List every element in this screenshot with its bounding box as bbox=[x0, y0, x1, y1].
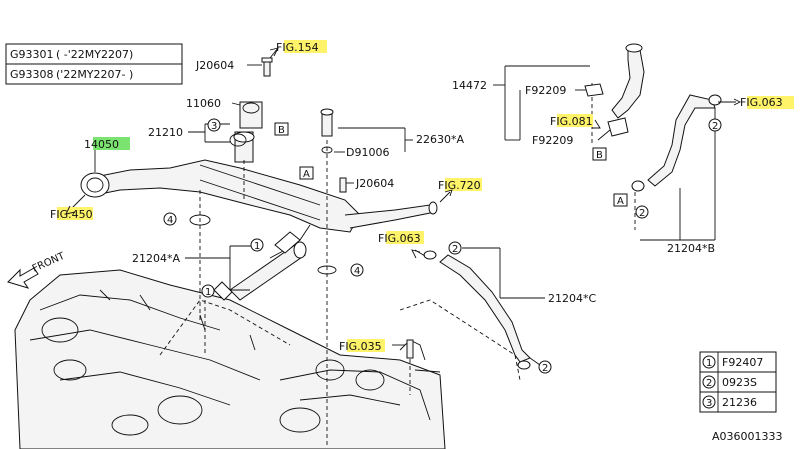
label-21204b: 21204*B bbox=[667, 242, 715, 255]
highlight-fig063-right bbox=[747, 96, 794, 109]
circle-2-right-upper: 2 bbox=[708, 118, 722, 132]
circle-4-left: 4 bbox=[163, 212, 177, 226]
label-fig720: FIG.720 bbox=[438, 179, 481, 192]
label-front: FRONT bbox=[31, 250, 67, 274]
applicability-range-2: ('22MY2207- ) bbox=[56, 68, 133, 81]
applicability-box: G93301 ( -'22MY2207) G93308 ('22MY2207- … bbox=[5, 43, 183, 85]
hose-14472 bbox=[584, 43, 645, 137]
circle-2-mid: 2 bbox=[448, 241, 462, 255]
svg-text:2: 2 bbox=[452, 244, 458, 255]
callout-a-mid-text: A bbox=[303, 169, 310, 180]
legend-table: 1 F92407 2 0923S 3 21236 bbox=[699, 351, 777, 413]
circle-3-top: 3 bbox=[207, 118, 221, 132]
applicability-code-2: G93308 bbox=[10, 68, 54, 81]
legend-key-2: 2 bbox=[706, 378, 712, 389]
highlight-fig154 bbox=[284, 40, 327, 53]
svg-text:2: 2 bbox=[639, 208, 645, 219]
label-11060: 11060 bbox=[186, 97, 221, 110]
label-22630a: 22630*A bbox=[416, 133, 464, 146]
circle-4-right: 4 bbox=[350, 263, 364, 277]
legend-key-3: 3 bbox=[706, 398, 712, 409]
label-d91006: D91006 bbox=[346, 146, 389, 159]
callout-b-right: B bbox=[592, 147, 607, 161]
hose-21204c bbox=[406, 250, 531, 370]
callout-a-right-text: A bbox=[617, 196, 624, 207]
applicability-range-1: ( -'22MY2207) bbox=[56, 48, 133, 61]
label-fig081: FIG.081 bbox=[550, 115, 593, 128]
highlight-fig720 bbox=[445, 178, 482, 191]
label-21204c: 21204*C bbox=[548, 292, 596, 305]
label-14472: 14472 bbox=[452, 79, 487, 92]
legend-part-2: 0923S bbox=[722, 376, 757, 389]
diagram-id: A036001333 bbox=[712, 430, 783, 443]
svg-text:4: 4 bbox=[167, 215, 173, 226]
svg-text:1: 1 bbox=[205, 287, 211, 298]
legend-part-1: F92407 bbox=[722, 356, 763, 369]
applicability-code-1: G93301 bbox=[10, 48, 54, 61]
label-j20604-mid: J20604 bbox=[355, 177, 394, 190]
label-j20604-top: J20604 bbox=[195, 59, 234, 72]
label-14050: 14050 bbox=[84, 138, 119, 151]
callout-b-right-text: B bbox=[596, 150, 603, 161]
svg-text:3: 3 bbox=[211, 121, 217, 132]
label-fig450: FIG.450 bbox=[50, 208, 93, 221]
circle-1-upper: 1 bbox=[250, 238, 264, 252]
label-f92209-b: F92209 bbox=[532, 134, 573, 147]
legend-part-3: 21236 bbox=[722, 396, 757, 409]
engine-block-illustration bbox=[14, 269, 446, 449]
svg-text:2: 2 bbox=[542, 363, 548, 374]
svg-text:1: 1 bbox=[254, 241, 260, 252]
label-fig035: FIG.035 bbox=[339, 340, 382, 353]
label-fig063-mid: FIG.063 bbox=[378, 232, 421, 245]
label-fig063-right: FIG.063 bbox=[740, 96, 783, 109]
highlight-14050 bbox=[93, 137, 130, 150]
coolant-pipe-main bbox=[80, 57, 438, 301]
svg-text:2: 2 bbox=[712, 121, 718, 132]
circle-2-right-lower: 2 bbox=[635, 205, 649, 219]
circle-2-lower: 2 bbox=[538, 360, 552, 374]
highlight-fig063-mid bbox=[386, 231, 424, 244]
fig-arrows bbox=[65, 47, 742, 259]
callout-b-top: B bbox=[274, 122, 289, 136]
legend-key-1: 1 bbox=[706, 358, 712, 369]
callout-a-mid: A bbox=[299, 166, 314, 180]
label-f92209-a: F92209 bbox=[525, 84, 566, 97]
highlight-fig081 bbox=[557, 114, 593, 127]
callout-b-top-text: B bbox=[278, 125, 285, 136]
highlight-fig035 bbox=[347, 339, 385, 352]
hose-21204b bbox=[631, 94, 722, 192]
label-21204a: 21204*A bbox=[132, 252, 180, 265]
label-21210: 21210 bbox=[148, 126, 183, 139]
svg-text:4: 4 bbox=[354, 266, 360, 277]
label-fig154: FIG.154 bbox=[276, 41, 319, 54]
highlight-fig450 bbox=[57, 207, 93, 220]
circle-1-lower: 1 bbox=[201, 284, 215, 298]
callout-a-right: A bbox=[613, 193, 628, 207]
